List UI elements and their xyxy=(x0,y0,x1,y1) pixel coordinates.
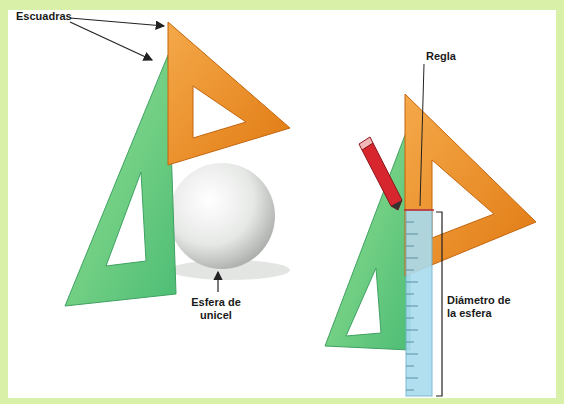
part-label: Escuadras xyxy=(16,10,76,23)
foam-sphere xyxy=(169,163,275,269)
part-label: Esfera de unicel xyxy=(188,296,244,322)
ruler-ticks xyxy=(406,222,418,390)
ruler xyxy=(406,210,432,396)
leader-line xyxy=(420,64,424,206)
dimension-bracket xyxy=(436,212,442,396)
part-label: Regla xyxy=(426,50,476,63)
panel-ground xyxy=(8,10,556,398)
set-square-green xyxy=(65,55,176,306)
pencil-mark xyxy=(404,209,434,211)
pencil xyxy=(359,137,402,210)
leader-arrow xyxy=(217,272,218,292)
leader-arrow xyxy=(70,22,152,60)
dimension-label: Diámetro de la esfera xyxy=(447,294,519,320)
set-square-green xyxy=(325,122,410,350)
leader-arrow xyxy=(70,18,164,26)
set-square-orange xyxy=(168,22,290,165)
